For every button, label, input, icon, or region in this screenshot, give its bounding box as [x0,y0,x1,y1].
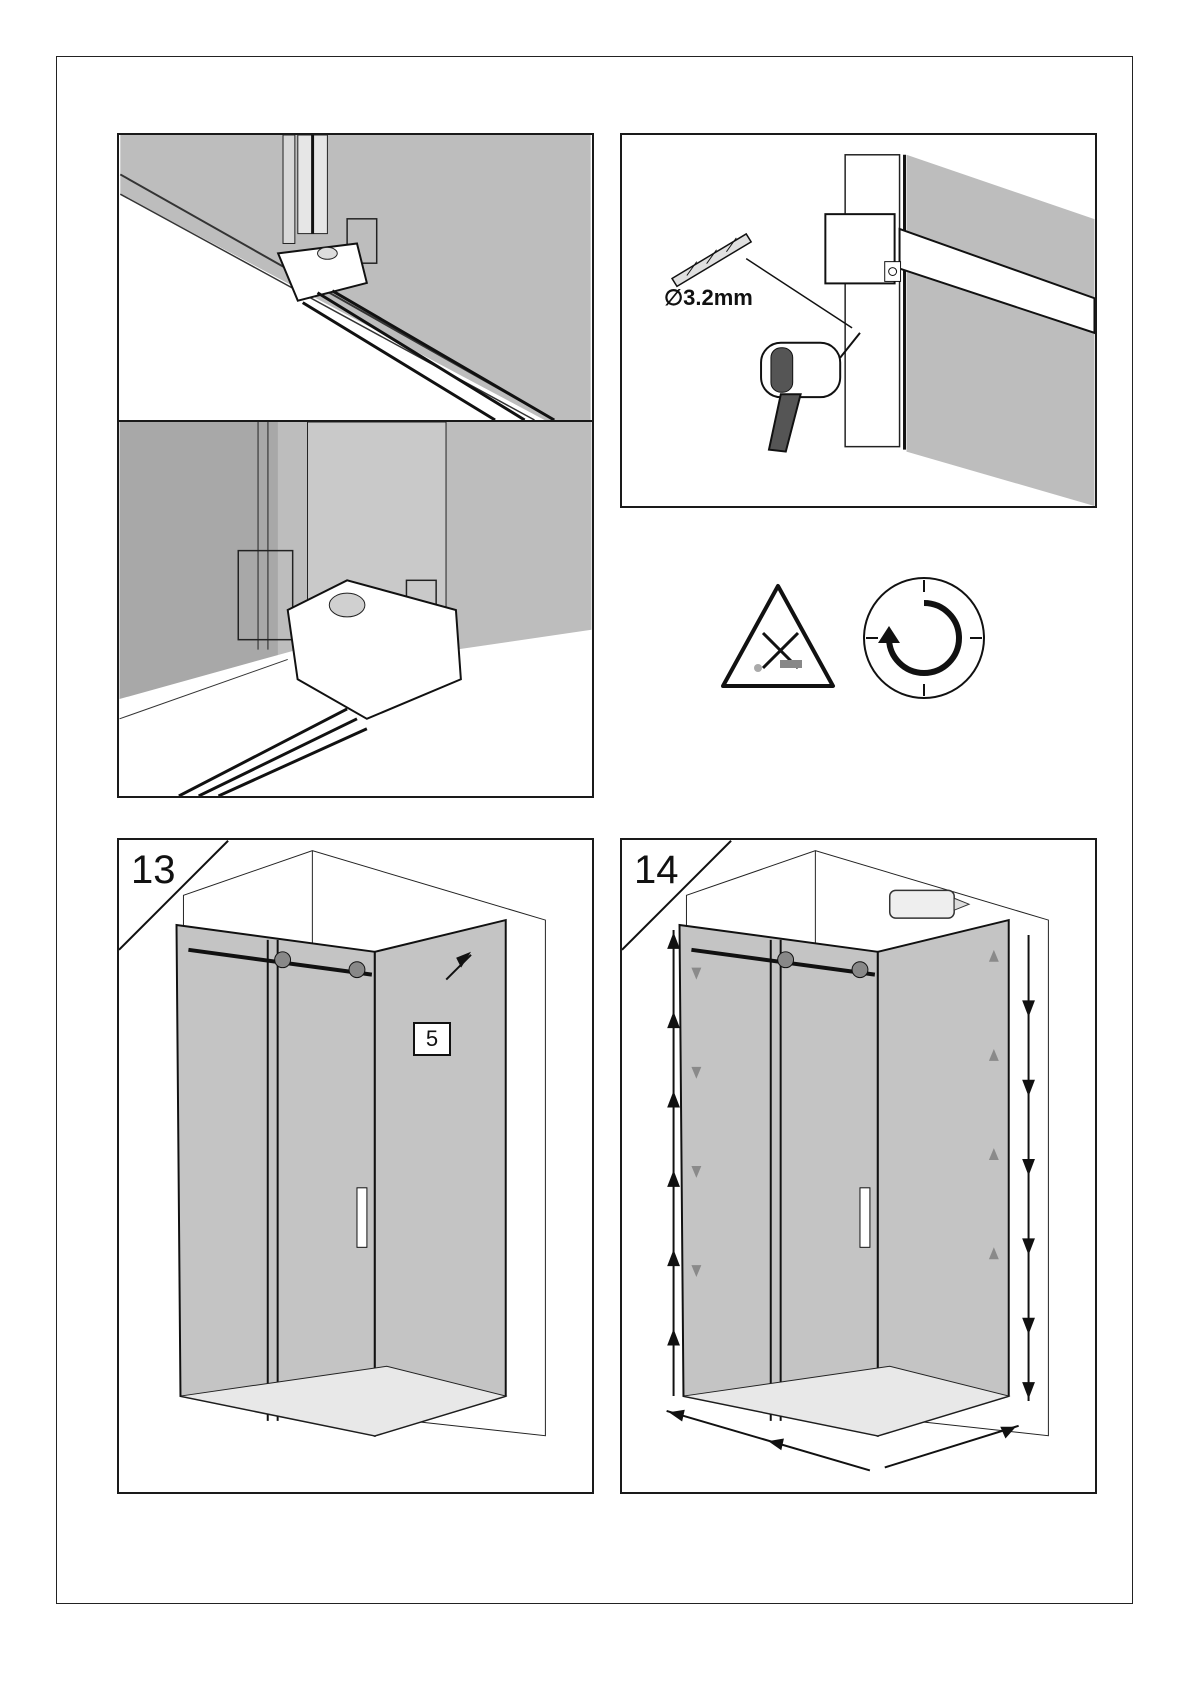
rail-top-illustration [119,135,592,420]
step-13-panel: 13 5 [117,838,594,1494]
drill-illustration [622,135,1095,506]
rail-end-cap-closeup-top [117,133,594,422]
step-number: 13 [131,848,176,893]
curing-time-clock-icon [864,578,984,698]
drill-bit-icon [672,234,751,286]
no-abrasive-cleaning-warning-icon [723,586,833,686]
rail-bottom-illustration [119,422,592,796]
step-13-shower-illustration [119,840,592,1492]
step-14-panel: 14 [620,838,1097,1494]
rail-end-cap-closeup-bottom [117,420,594,798]
part-callout: 5 [413,1022,451,1056]
drilling-panel: ∅3.2mm [620,133,1097,508]
step-14-shower-illustration [622,840,1095,1492]
sealing-arrows-left [669,930,679,1396]
step-number: 14 [634,848,679,893]
curing-warning-icons [718,568,1004,708]
drill-bit-diameter-label: ∅3.2mm [664,285,753,311]
